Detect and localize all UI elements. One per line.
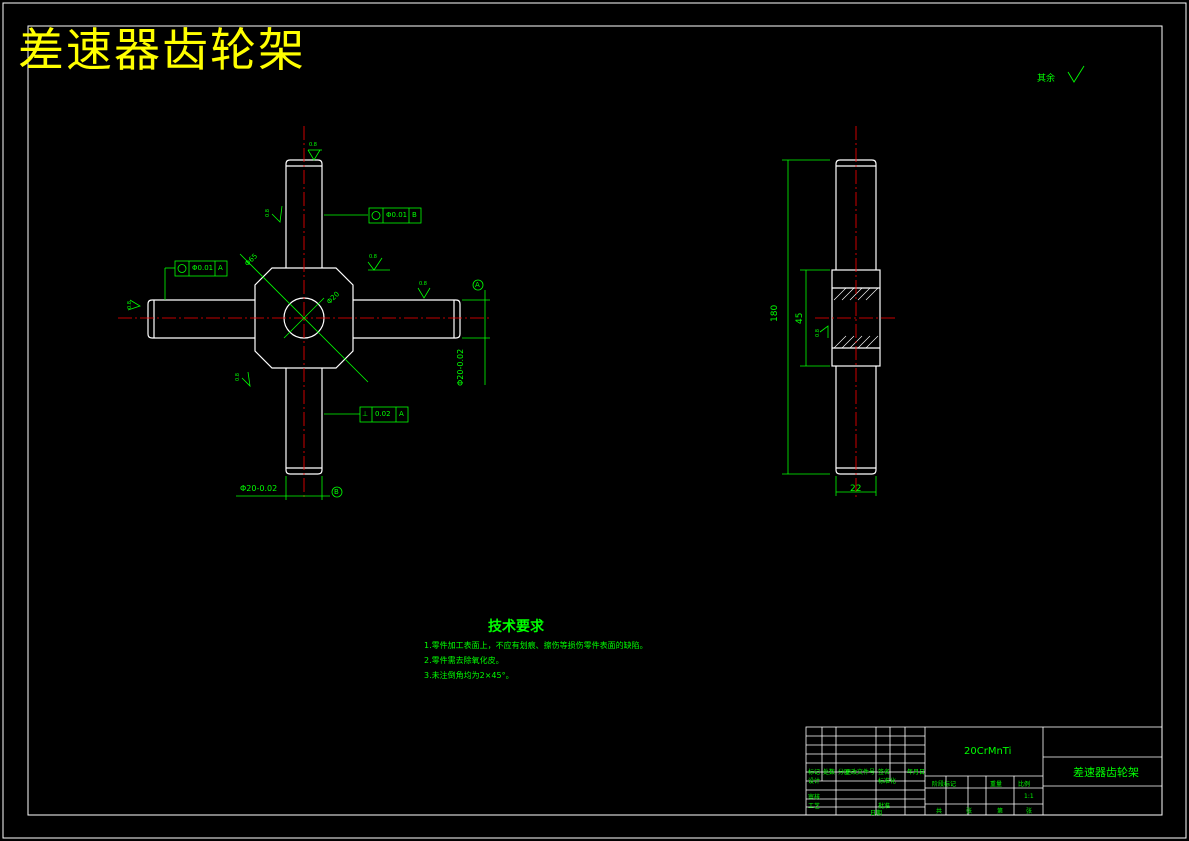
front-centerlines: [118, 126, 492, 500]
tech-requirement-item: 1.零件加工表面上，不应有划痕、擦伤等损伤零件表面的缺陷。: [424, 641, 648, 650]
coaxiality-left-datum: A: [218, 264, 223, 272]
tb-header: 处数: [823, 769, 836, 776]
roughness-value: 0.8: [309, 142, 317, 148]
coaxiality-top-value: Φ0.01: [386, 211, 408, 219]
datum-label-b: B: [334, 488, 339, 496]
tb-header: 标记: [808, 769, 821, 776]
dim-overall-length: 180: [770, 304, 780, 322]
dim-side-width: 22: [850, 484, 862, 494]
tb-header: 更改文件号: [845, 769, 876, 776]
tb-label: 审核: [808, 794, 821, 801]
tb-header: 分区: [838, 769, 851, 776]
tolerance-frames: [174, 207, 422, 423]
tb-label: 日期: [870, 810, 883, 817]
roughness-symbol: [1067, 65, 1085, 83]
tb-label: 共: [936, 808, 943, 815]
roughness-value: 0.8: [126, 301, 133, 309]
tb-header: 签名: [878, 769, 891, 776]
side-view: [831, 159, 881, 475]
tb-label: 批准: [878, 803, 891, 810]
perpendicularity-symbol: ⊥: [362, 410, 369, 418]
tb-label: 标准化: [878, 778, 897, 785]
side-section-hatch: [833, 287, 879, 349]
dim-hub-thickness: 45: [795, 312, 805, 324]
roughness-value: 0.8: [814, 329, 821, 337]
roughness-note: 其余: [1037, 74, 1056, 84]
roughness-value: 0.8: [369, 254, 377, 260]
roughness-value: 0.8: [264, 209, 271, 217]
tb-header: 年月日: [907, 769, 926, 776]
side-dimensions: [782, 159, 877, 496]
tb-label: 阶段标记: [932, 781, 957, 788]
front-view: [147, 159, 461, 475]
coaxiality-top-datum: B: [412, 211, 417, 219]
tb-label: 重量: [990, 781, 1003, 788]
scale-value: 1:1: [1024, 793, 1034, 800]
side-centerlines: [815, 126, 897, 500]
inner-frame: [27, 25, 1163, 816]
datum-label-a: A: [475, 281, 480, 289]
title-block: [805, 726, 1163, 816]
perpendicularity-datum: A: [399, 410, 404, 418]
drawing-title: 差速器齿轮架: [18, 23, 306, 77]
roughness-value: 0.8: [419, 281, 427, 287]
tb-label: 第: [997, 808, 1004, 815]
tb-label: 张: [966, 808, 973, 815]
coaxiality-left-value: Φ0.01: [192, 264, 214, 272]
part-name-label: 差速器齿轮架: [1073, 766, 1139, 779]
tb-label: 比例: [1018, 781, 1031, 788]
tb-label: 工艺: [808, 803, 821, 810]
dim-shaft-bottom: Φ20-0.02: [240, 484, 278, 493]
material-label: 20CrMnTi: [964, 746, 1012, 757]
tb-label: 张: [1026, 808, 1033, 815]
tech-requirements-heading: 技术要求: [488, 619, 544, 635]
tech-requirement-item: 3.未注倒角均为2×45°。: [424, 671, 514, 680]
front-dimensions: [127, 149, 829, 500]
dim-shaft-right: Φ20-0.02: [456, 348, 465, 386]
tb-label: 设计: [808, 778, 821, 785]
tech-requirement-item: 2.零件需去除氧化皮。: [424, 656, 504, 665]
roughness-value: 0.8: [234, 373, 241, 381]
perpendicularity-value: 0.02: [375, 410, 391, 418]
